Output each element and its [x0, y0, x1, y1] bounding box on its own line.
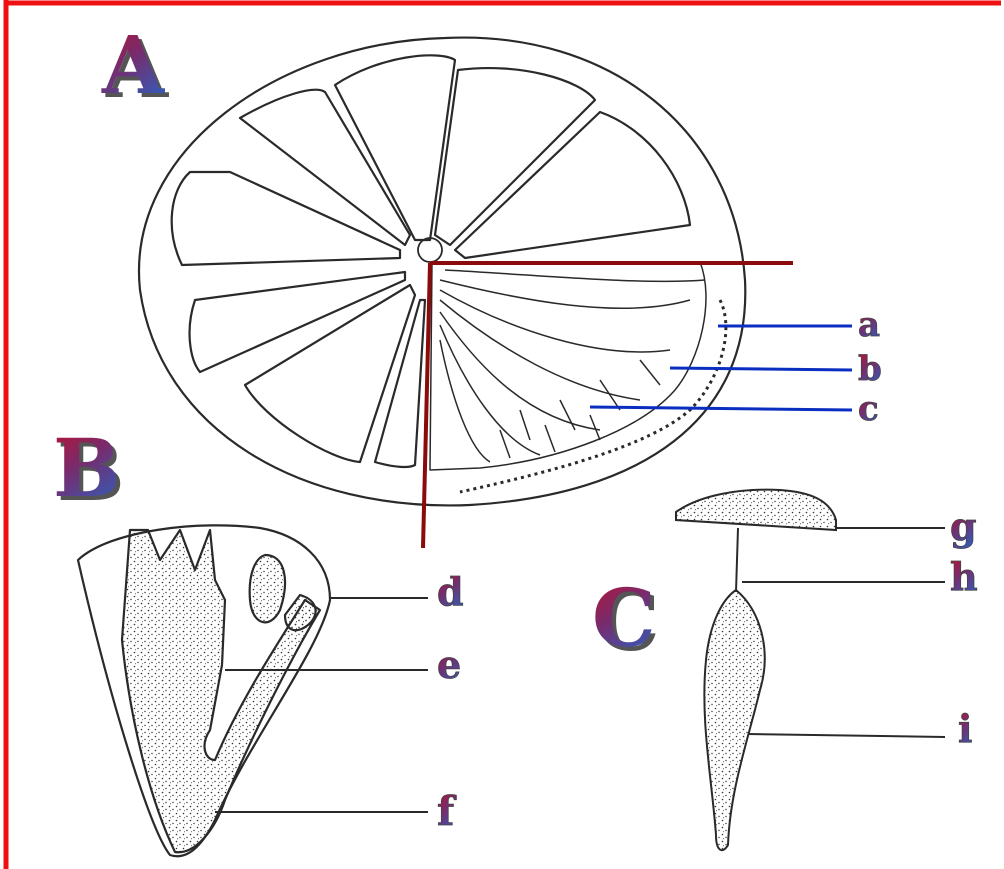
segment-juice-sacs: [122, 530, 320, 852]
vesicle-stalk: [736, 528, 738, 592]
pointer-b: [670, 368, 852, 370]
segment-5: [172, 172, 400, 265]
panel-b-segment: [78, 525, 330, 856]
segment-3: [455, 112, 690, 258]
panel-label-c: C: [592, 571, 656, 665]
part-label-e: e: [437, 642, 461, 687]
segment-2: [435, 68, 595, 245]
small-vesicle-1: [250, 555, 285, 622]
highlighted-segment-vesicles: [430, 262, 706, 470]
fruit-core: [418, 238, 442, 262]
vesicle-base: [676, 490, 836, 530]
part-label-i: i: [958, 706, 972, 751]
panel-label-b: B: [53, 421, 121, 515]
outer-rind: [139, 38, 745, 506]
part-label-c: c: [858, 389, 879, 429]
part-label-b: b: [858, 349, 882, 389]
part-label-g: g: [950, 504, 977, 549]
panel-label-a: A: [101, 18, 165, 112]
panel-a-fruit-cross-section: [139, 38, 745, 506]
pointer-i: [748, 734, 945, 737]
pointer-c: [590, 407, 852, 410]
segment-4: [240, 90, 410, 245]
part-label-f: f: [437, 788, 457, 835]
panel-c-vesicle: [676, 490, 836, 851]
panel-a-pointers: [590, 326, 852, 410]
segment-1: [335, 55, 455, 240]
panel-c-pointers: [742, 528, 945, 737]
part-label-d: d: [437, 569, 464, 614]
segment-8: [375, 300, 425, 467]
vesicle-body: [704, 590, 764, 850]
segment-7: [245, 285, 415, 462]
part-label-h: h: [950, 554, 978, 599]
segment-6: [190, 272, 405, 372]
part-label-a: a: [858, 305, 880, 345]
rind-oil-glands: [460, 300, 726, 492]
